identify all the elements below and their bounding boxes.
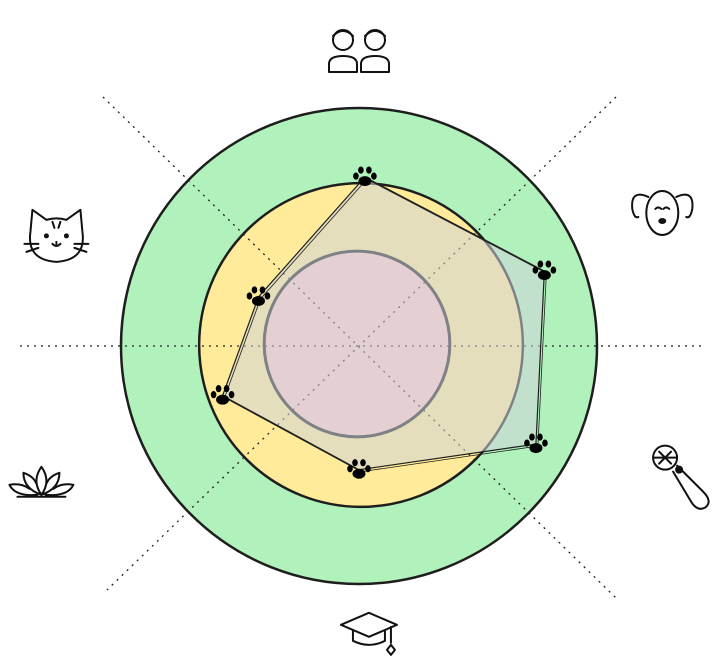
paw-icon: [524, 433, 548, 454]
children-icon: [328, 29, 390, 73]
paw-icon: [210, 385, 235, 405]
lotus-icon: [8, 465, 75, 498]
cat-icon: [23, 208, 90, 263]
paw-icon: [353, 166, 377, 187]
graduation-cap-icon: [339, 611, 398, 656]
paw-icon: [532, 260, 557, 281]
paw-icon: [347, 459, 371, 479]
paw-icon: [246, 286, 271, 306]
rope-toy-icon: [652, 444, 710, 510]
dog-icon: [631, 189, 694, 236]
